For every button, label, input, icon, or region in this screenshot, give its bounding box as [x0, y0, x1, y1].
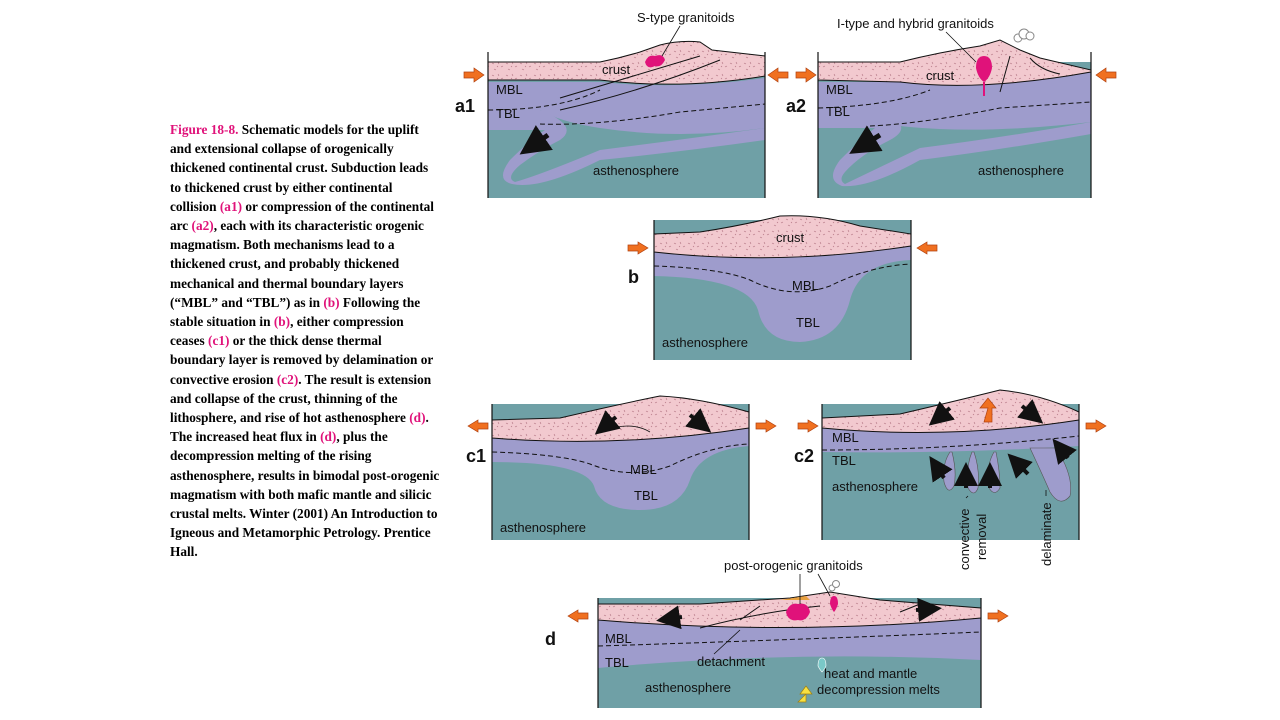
panel-a2: a2 I-type and hybrid granitoids crust MB… — [786, 16, 1117, 198]
panel-label-a2: a2 — [786, 96, 806, 116]
mbl-layer — [488, 78, 765, 134]
label-mbl: MBL — [832, 430, 859, 445]
label-delaminate: delaminate — [1039, 502, 1054, 566]
caption-citation: Winter (2001) An Introduction to Igneous… — [170, 506, 438, 560]
label-detachment: detachment — [697, 654, 765, 669]
label-i-type-granitoids: I-type and hybrid granitoids — [837, 16, 994, 31]
label-crust: crust — [776, 230, 805, 245]
panel-c2: c2 MBL TBL asthenosphere convective remo… — [794, 389, 1107, 570]
label-asthenosphere: asthenosphere — [645, 680, 731, 695]
label-asthenosphere: asthenosphere — [978, 163, 1064, 178]
caption-figure-number: Figure 18-8. — [170, 122, 239, 137]
caption-ref-a1: (a1) — [219, 198, 243, 214]
caption-text: , either compression ceases — [170, 314, 404, 349]
label-tbl: TBL — [826, 104, 850, 119]
panel-d: d post-orogenic granitoids MBL TBL detac… — [545, 558, 1009, 708]
label-tbl: TBL — [605, 655, 629, 670]
label-mbl: MBL — [826, 82, 853, 97]
panel-label-c2: c2 — [794, 446, 814, 466]
label-removal: removal — [974, 514, 989, 560]
panel-label-a1: a1 — [455, 96, 475, 116]
compression-arrow-right — [767, 67, 789, 83]
panel-b: b crust MBL TBL asthenosphere — [627, 215, 938, 360]
caption-ref-d: (d) — [320, 429, 337, 445]
caption-text: or the thick dense thermal boundary laye… — [170, 333, 434, 387]
label-mbl: MBL — [792, 278, 819, 293]
label-mbl: MBL — [605, 631, 632, 646]
label-convective: convective — [957, 509, 972, 570]
label-decompression-melts: decompression melts — [817, 682, 940, 697]
caption-text: . The increased heat flux in — [170, 410, 429, 445]
caption-text: , each with its characteristic orogenic … — [170, 218, 424, 310]
caption-text: , plus the decompression melting of the … — [170, 429, 440, 522]
caption-ref-b: (b) — [273, 314, 291, 330]
compression-arrow-left — [463, 67, 485, 83]
label-asthenosphere: asthenosphere — [500, 520, 586, 535]
label-crust: crust — [602, 62, 631, 77]
label-tbl: TBL — [496, 106, 520, 121]
caption-ref-a2: (a2) — [191, 218, 214, 234]
caption-text: or compression of the continental arc — [170, 198, 434, 234]
panel-a1: a1 S-type granitoids crust MBL TBL asthe… — [455, 10, 789, 198]
label-crust: crust — [926, 68, 955, 83]
caption-text: . The result is extension and collapse o… — [170, 371, 432, 426]
caption-text: Following the stable situation in — [170, 294, 421, 330]
label-mbl: MBL — [630, 462, 657, 477]
label-heat-and-mantle: heat and mantle — [824, 666, 917, 681]
label-tbl: TBL — [634, 488, 658, 503]
caption-text: Schematic models for the uplift and exte… — [170, 122, 429, 214]
figure-caption: Figure 18-8. Schematic models for the up… — [170, 120, 440, 562]
panel-label-c1: c1 — [466, 446, 486, 466]
crust-layer — [487, 40, 766, 85]
label-asthenosphere: asthenosphere — [662, 335, 748, 350]
subduction-arrow — [519, 125, 553, 155]
label-mbl: MBL — [496, 82, 523, 97]
label-s-type-granitoids: S-type granitoids — [637, 10, 735, 25]
caption-ref-b: (b) — [323, 294, 340, 310]
label-tbl: TBL — [832, 453, 856, 468]
label-asthenosphere: asthenosphere — [832, 479, 918, 494]
panel-c1: c1 MBL TBL asthenosphere — [466, 395, 777, 540]
label-tbl: TBL — [796, 315, 820, 330]
label-asthenosphere: asthenosphere — [593, 163, 679, 178]
caption-ref-c2: (c2) — [276, 371, 299, 387]
panel-label-d: d — [545, 629, 556, 649]
magma-blob — [645, 55, 665, 68]
panel-label-b: b — [628, 267, 639, 287]
caption-ref-d: (d) — [409, 410, 426, 426]
label-post-orogenic-granitoids: post-orogenic granitoids — [724, 558, 863, 573]
tbl-slab — [488, 110, 765, 185]
caption-ref-c1: (c1) — [208, 333, 230, 349]
